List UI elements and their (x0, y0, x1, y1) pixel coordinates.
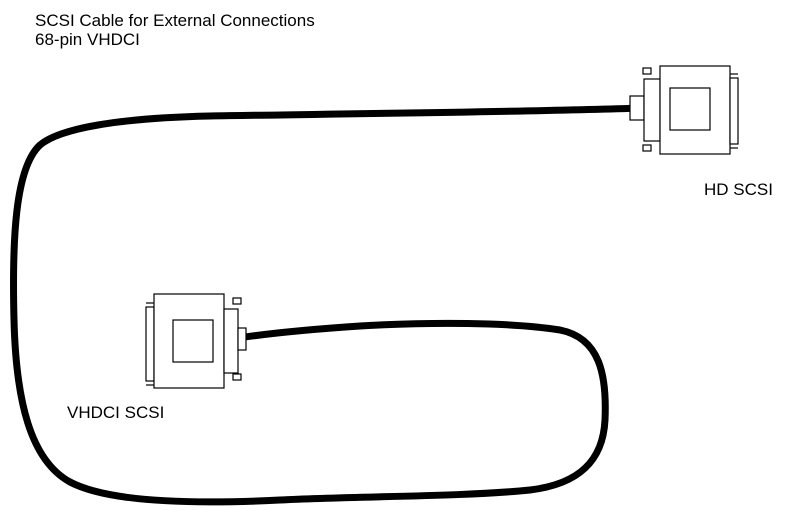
hd-strain-relief (629, 95, 645, 121)
vhdci-scsi-label: VHDCI SCSI (67, 403, 165, 422)
hd-screw-bottom (642, 144, 652, 152)
vhdci-screw-bottom (232, 373, 242, 381)
vhdci-scsi-connector (145, 293, 247, 389)
vhdci-connector-inner-face (172, 319, 214, 363)
hd-scsi-connector (629, 65, 739, 155)
diagram-title: SCSI Cable for External Connections 68-p… (35, 11, 315, 49)
vhdci-connector-body (223, 308, 239, 374)
vhdci-screw-top (232, 297, 242, 305)
hd-connector-body (643, 78, 661, 142)
title-line-2: 68-pin VHDCI (35, 30, 140, 49)
hd-scsi-label: HD SCSI (704, 180, 773, 199)
title-line-1: SCSI Cable for External Connections (35, 11, 315, 30)
hd-screw-top (642, 67, 652, 75)
vhdci-connector-pin-plate (145, 306, 155, 382)
hd-connector-pin-plate (729, 77, 739, 145)
cable (9, 104, 646, 506)
vhdci-strain-relief (237, 327, 247, 351)
hd-connector-inner-face (669, 87, 711, 131)
